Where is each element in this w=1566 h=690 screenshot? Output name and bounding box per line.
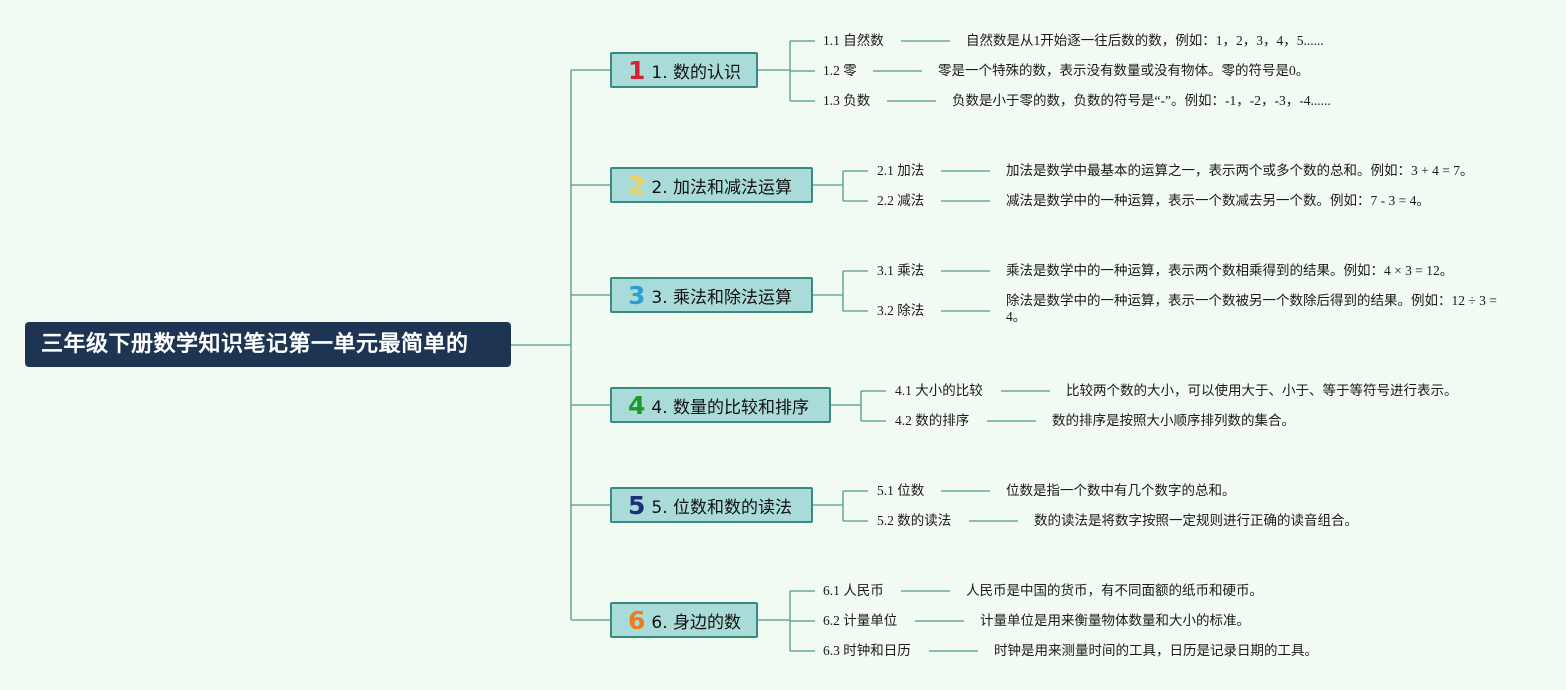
- subtopic-6-2[interactable]: 6.2 计量单位: [823, 613, 898, 628]
- root-title: 三年级下册数学知识笔记第一单元最简单的: [41, 332, 469, 357]
- subtopic-3-1-desc[interactable]: 乘法是数学中的一种运算，表示两个数相乘得到的结果。例如：4 × 3 = 12。: [1006, 263, 1454, 278]
- subtopic-6-1-desc[interactable]: 人民币是中国的货币，有不同面额的纸币和硬币。: [966, 583, 1263, 598]
- subtopic-2-2[interactable]: 2.2 减法: [877, 193, 925, 208]
- subtopic-5-1-desc[interactable]: 位数是指一个数中有几个数字的总和。: [1006, 483, 1236, 498]
- number-three-icon: 3: [628, 280, 646, 310]
- subtopic-1-3-desc[interactable]: 负数是小于零的数，负数的符号是“-”。例如：-1，-2，-3，-4......: [952, 93, 1331, 108]
- branch-label: 6. 身边的数: [651, 612, 742, 633]
- branch-topic-4[interactable]: 4 4. 数量的比较和排序: [610, 387, 831, 423]
- number-four-icon: 4: [628, 390, 646, 420]
- subtopic-6-3[interactable]: 6.3 时钟和日历: [823, 643, 911, 658]
- branch-topic-6[interactable]: 6 6. 身边的数: [610, 602, 758, 638]
- subtopic-6-1[interactable]: 6.1 人民币: [823, 583, 884, 598]
- subtopic-4-1[interactable]: 4.1 大小的比较: [895, 383, 983, 398]
- branch-topic-1[interactable]: 1 1. 数的认识: [610, 52, 758, 88]
- branch-label: 3. 乘法和除法运算: [651, 287, 793, 308]
- subtopic-4-2-desc[interactable]: 数的排序是按照大小顺序排列数的集合。: [1052, 413, 1295, 428]
- subtopic-1-3[interactable]: 1.3 负数: [823, 93, 871, 108]
- branch-label: 5. 位数和数的读法: [651, 497, 793, 518]
- subtopic-4-2[interactable]: 4.2 数的排序: [895, 413, 970, 428]
- subtopic-1-2-desc[interactable]: 零是一个特殊的数，表示没有数量或没有物体。零的符号是0。: [938, 63, 1310, 78]
- subtopic-3-2-desc[interactable]: 除法是数学中的一种运算，表示一个数被另一个数除后得到的结果。例如：12 ÷ 3 …: [1006, 293, 1497, 324]
- subtopic-3-2[interactable]: 3.2 除法: [877, 303, 925, 318]
- number-five-icon: 5: [628, 490, 646, 520]
- number-six-icon: 6: [628, 605, 646, 635]
- subtopic-2-1-desc[interactable]: 加法是数学中最基本的运算之一，表示两个或多个数的总和。例如：3 + 4 = 7。: [1006, 163, 1474, 178]
- subtopic-3-1[interactable]: 3.1 乘法: [877, 263, 925, 278]
- root-topic[interactable]: 三年级下册数学知识笔记第一单元最简单的: [25, 322, 511, 367]
- branch-label: 2. 加法和减法运算: [651, 177, 793, 198]
- subtopic-2-2-desc[interactable]: 减法是数学中的一种运算，表示一个数减去另一个数。例如：7 - 3 = 4。: [1006, 193, 1430, 208]
- branch-label: 4. 数量的比较和排序: [651, 397, 810, 418]
- subtopic-1-1[interactable]: 1.1 自然数: [823, 33, 884, 48]
- branch-topic-5[interactable]: 5 5. 位数和数的读法: [610, 487, 813, 523]
- branch-topic-2[interactable]: 2 2. 加法和减法运算: [610, 167, 813, 203]
- subtopic-5-2[interactable]: 5.2 数的读法: [877, 513, 952, 528]
- subtopic-5-2-desc[interactable]: 数的读法是将数字按照一定规则进行正确的读音组合。: [1034, 513, 1358, 528]
- subtopic-1-1-desc[interactable]: 自然数是从1开始逐一往后数的数，例如：1，2，3，4，5......: [966, 33, 1324, 48]
- subtopic-2-1[interactable]: 2.1 加法: [877, 163, 925, 178]
- branch-topic-3[interactable]: 3 3. 乘法和除法运算: [610, 277, 813, 313]
- subtopic-6-2-desc[interactable]: 计量单位是用来衡量物体数量和大小的标准。: [980, 613, 1250, 628]
- subtopic-5-1[interactable]: 5.1 位数: [877, 483, 925, 498]
- subtopic-6-3-desc[interactable]: 时钟是用来测量时间的工具，日历是记录日期的工具。: [994, 643, 1318, 658]
- branch-label: 1. 数的认识: [651, 62, 742, 83]
- number-two-icon: 2: [628, 170, 646, 200]
- subtopic-1-2[interactable]: 1.2 零: [823, 63, 857, 78]
- subtopic-4-1-desc[interactable]: 比较两个数的大小，可以使用大于、小于、等于等符号进行表示。: [1066, 383, 1458, 398]
- number-one-icon: 1: [628, 55, 646, 85]
